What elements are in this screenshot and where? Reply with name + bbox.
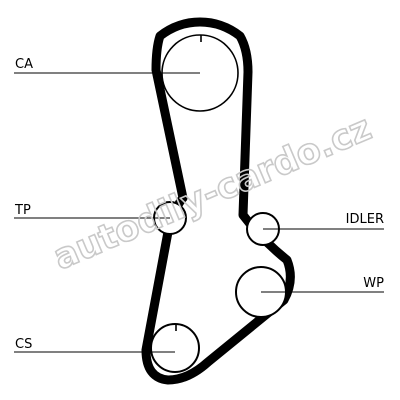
label-tp: TP: [14, 203, 31, 218]
watermark: autodily-cardo.cz: [48, 108, 377, 278]
crankshaft-pulley: [150, 323, 200, 373]
label-cs: CS: [15, 337, 32, 352]
label-wp: WP: [363, 276, 384, 291]
label-idler: IDLER: [346, 212, 384, 227]
label-ca: CA: [15, 57, 33, 72]
